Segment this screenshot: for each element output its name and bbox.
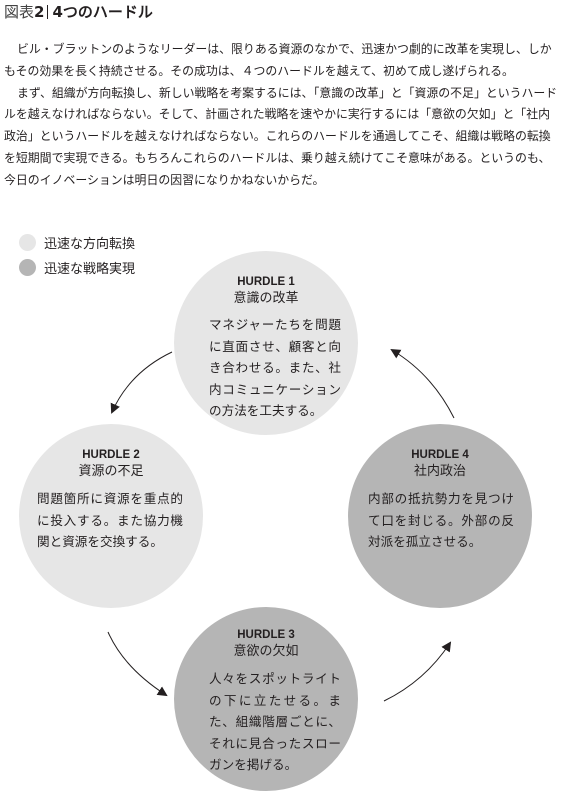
figure-label: 図表	[4, 3, 35, 21]
hurdle-1-name: 意識の改革	[233, 291, 299, 306]
hurdle-2-description: 問題箇所に資源を重点的に投入する。また協力機関と資源を交換する。	[37, 491, 183, 549]
hurdle-1-heading: HURDLE 1 意識の改革	[174, 274, 358, 308]
hurdle-2-circle: HURDLE 2 資源の不足 問題箇所に資源を重点的に投入する。また協力機関と資…	[19, 424, 203, 608]
hurdle-4-description: 内部の抵抗勢力を見つけて口を封じる。外部の反対派を孤立させる。	[368, 491, 514, 549]
figure-number: 2	[34, 3, 45, 21]
arrow-hurdle2-to-hurdle3	[107, 631, 168, 697]
hurdle-1-description: マネジャーたちを問題に直面させ、顧客と向き合わせる。また、社内コミュニケーション…	[209, 317, 341, 418]
legend-item-rapid-turnaround: 迅速な方向転換	[19, 232, 135, 252]
hurdle-4-circle: HURDLE 4 社内政治 内部の抵抗勢力を見つけて口を封じる。外部の反対派を孤…	[348, 424, 532, 608]
hurdle-2-id: HURDLE 2	[82, 449, 140, 461]
arrow-hurdle1-to-hurdle2	[110, 351, 173, 414]
intro-paragraph-2: まず、組織が方向転換し、新しい戦略を考案するには、「意識の改革」と「資源の不足」…	[4, 85, 558, 187]
hurdle-1-circle: HURDLE 1 意識の改革 マネジャーたちを問題に直面させ、顧客と向き合わせる…	[174, 251, 358, 435]
figure-title: 図表2 4つのハードル	[4, 2, 153, 22]
legend-label: 迅速な方向転換	[44, 236, 136, 252]
hurdle-1-id: HURDLE 1	[237, 276, 295, 288]
hurdle-3-description: 人々をスポットライトの下に立たせる。また、組織階層ごとに、それに見合ったスローガ…	[209, 671, 341, 772]
hurdle-3-circle: HURDLE 3 意欲の欠如 人々をスポットライトの下に立たせる。また、組織階層…	[174, 607, 358, 791]
arrow-hurdle3-to-hurdle4	[383, 641, 452, 702]
intro-text: ビル・ブラットンのようなリーダーは、限りある資源のなかで、迅速かつ劇的に改革を実…	[4, 39, 560, 192]
title-divider	[47, 5, 49, 19]
hurdle-4-id: HURDLE 4	[411, 449, 469, 461]
intro-paragraph-1: ビル・ブラットンのようなリーダーは、限りある資源のなかで、迅速かつ劇的に改革を実…	[4, 42, 552, 78]
legend-item-rapid-execution: 迅速な戦略実現	[19, 257, 135, 277]
arrow-hurdle4-to-hurdle1	[390, 348, 455, 419]
hurdle-3-name: 意欲の欠如	[233, 644, 299, 659]
hurdle-2-heading: HURDLE 2 資源の不足	[19, 447, 203, 481]
legend-swatch-dark	[19, 258, 36, 276]
hurdle-3-id: HURDLE 3	[237, 629, 295, 641]
legend-swatch-light	[19, 233, 36, 251]
figure-heading: 4つのハードル	[52, 3, 153, 21]
hurdle-4-heading: HURDLE 4 社内政治	[348, 447, 532, 481]
hurdle-2-name: 資源の不足	[78, 464, 144, 479]
legend-label: 迅速な戦略実現	[44, 261, 136, 277]
hurdle-3-heading: HURDLE 3 意欲の欠如	[174, 627, 358, 661]
hurdle-4-name: 社内政治	[413, 464, 466, 479]
